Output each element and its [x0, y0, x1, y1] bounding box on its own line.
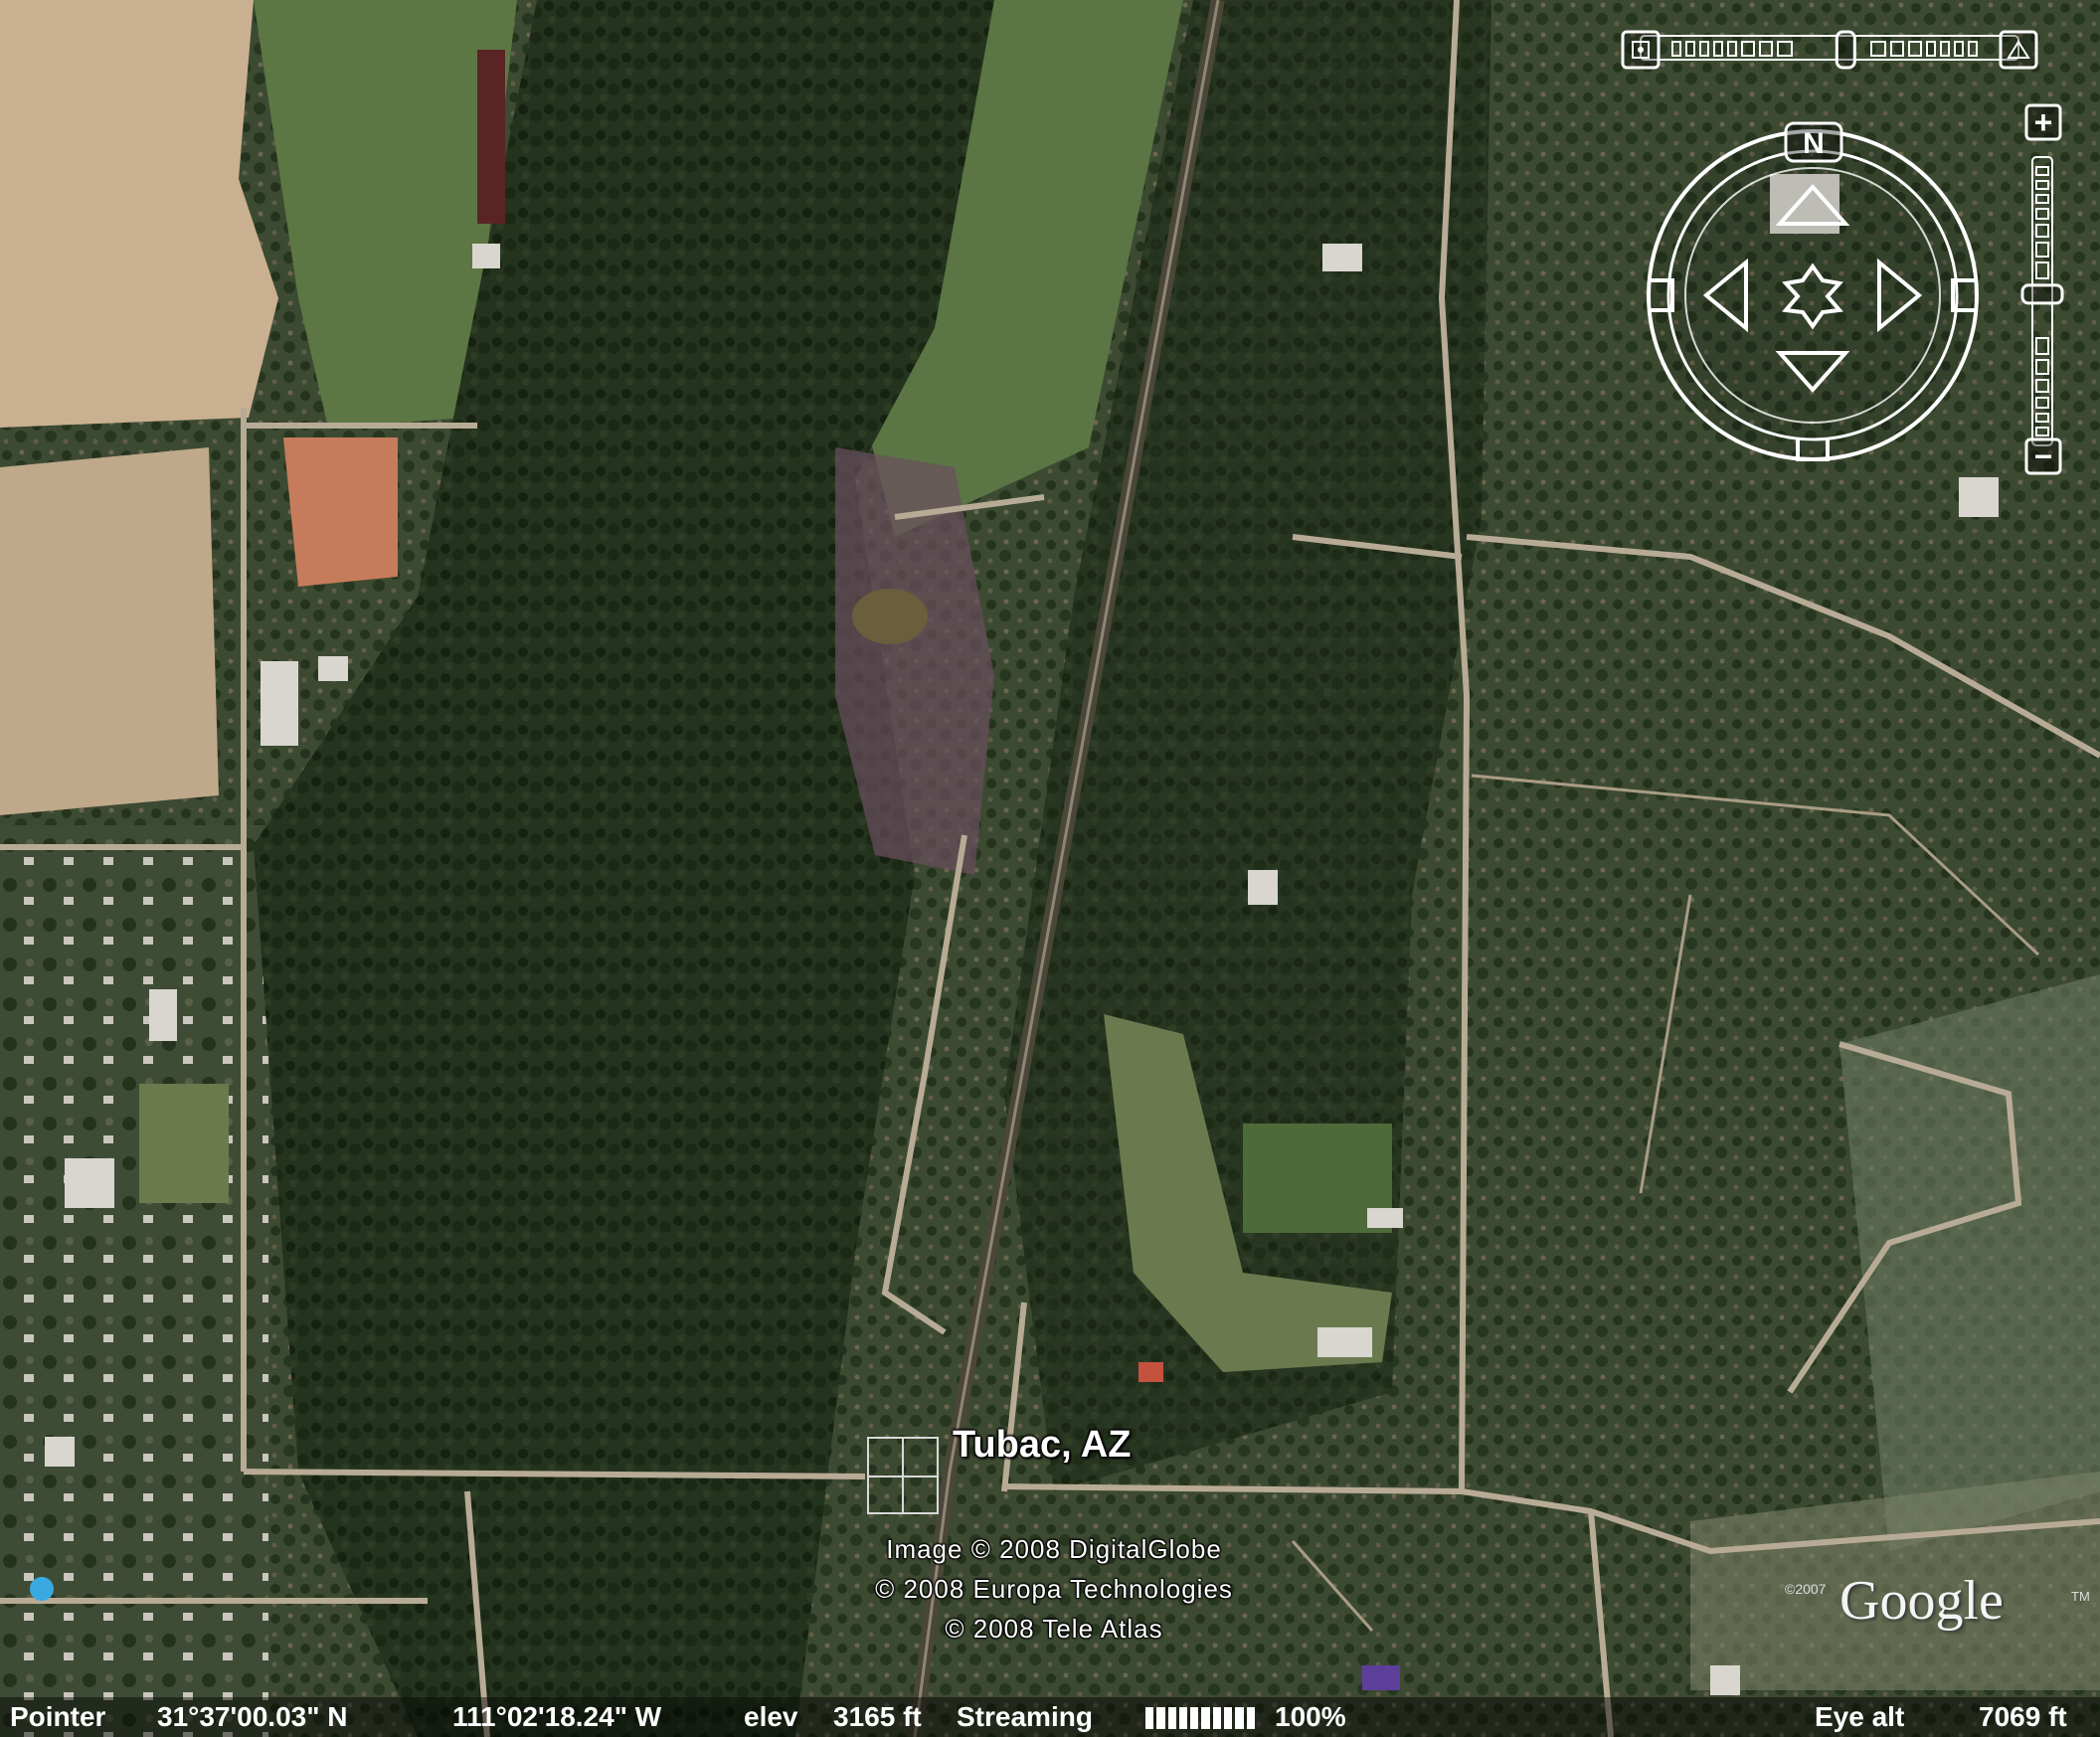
place-marker-icon[interactable] — [867, 1437, 939, 1514]
zoom-in-button[interactable]: + — [2024, 103, 2062, 141]
compass-ring[interactable] — [1647, 129, 1979, 461]
tilt-slider-thumb[interactable] — [1835, 30, 1856, 70]
latitude-readout: 31°37'00.03" N — [157, 1701, 348, 1732]
pan-left-arrow-icon[interactable] — [1702, 258, 1748, 333]
streaming-percent: 100% — [1275, 1701, 1346, 1732]
imagery-credits: Image © 2008 DigitalGlobe © 2008 Europa … — [795, 1529, 1312, 1649]
north-label: N — [1803, 127, 1825, 160]
credit-line: © 2008 Europa Technologies — [875, 1574, 1233, 1604]
zoom-slider[interactable] — [2020, 156, 2064, 446]
elev-label: elev — [744, 1701, 798, 1732]
pan-down-arrow-icon[interactable] — [1775, 351, 1850, 394]
longitude-readout: 111°02'18.24" W — [452, 1701, 662, 1732]
place-label[interactable]: Tubac, AZ — [953, 1424, 1132, 1466]
zoom-in-label: + — [2034, 104, 2053, 140]
elev-readout: 3165 ft — [833, 1701, 922, 1732]
eye-alt-label: Eye alt — [1815, 1701, 1905, 1732]
north-button[interactable]: N — [1784, 121, 1843, 163]
streaming-progress-bar — [1145, 1707, 1255, 1729]
pan-up-arrow-icon[interactable] — [1775, 183, 1850, 226]
brand-trademark: TM — [2071, 1589, 2090, 1604]
google-logo: Google — [1839, 1570, 2004, 1632]
pointer-label: Pointer — [10, 1701, 106, 1732]
eye-alt-readout: 7069 ft — [1979, 1701, 2067, 1732]
look-around-icon[interactable] — [1621, 30, 1661, 70]
credit-line: Image © 2008 DigitalGlobe — [886, 1534, 1222, 1564]
brand-year: ©2007 — [1785, 1581, 1827, 1597]
zoom-out-label: − — [2034, 438, 2053, 474]
navigation-controls: N + — [1621, 30, 2064, 475]
zoom-slider-thumb[interactable] — [2020, 283, 2064, 305]
zoom-out-button[interactable]: − — [2024, 437, 2062, 475]
pan-right-arrow-icon[interactable] — [1877, 258, 1923, 333]
streaming-label: Streaming — [957, 1701, 1093, 1732]
credit-line: © 2008 Tele Atlas — [945, 1614, 1163, 1644]
center-pan-icon[interactable] — [1782, 262, 1843, 330]
status-bar: Pointer 31°37'00.03" N 111°02'18.24" W e… — [0, 1697, 2100, 1737]
look-slider[interactable] — [1621, 30, 2038, 70]
tilt-icon[interactable] — [1999, 30, 2038, 70]
